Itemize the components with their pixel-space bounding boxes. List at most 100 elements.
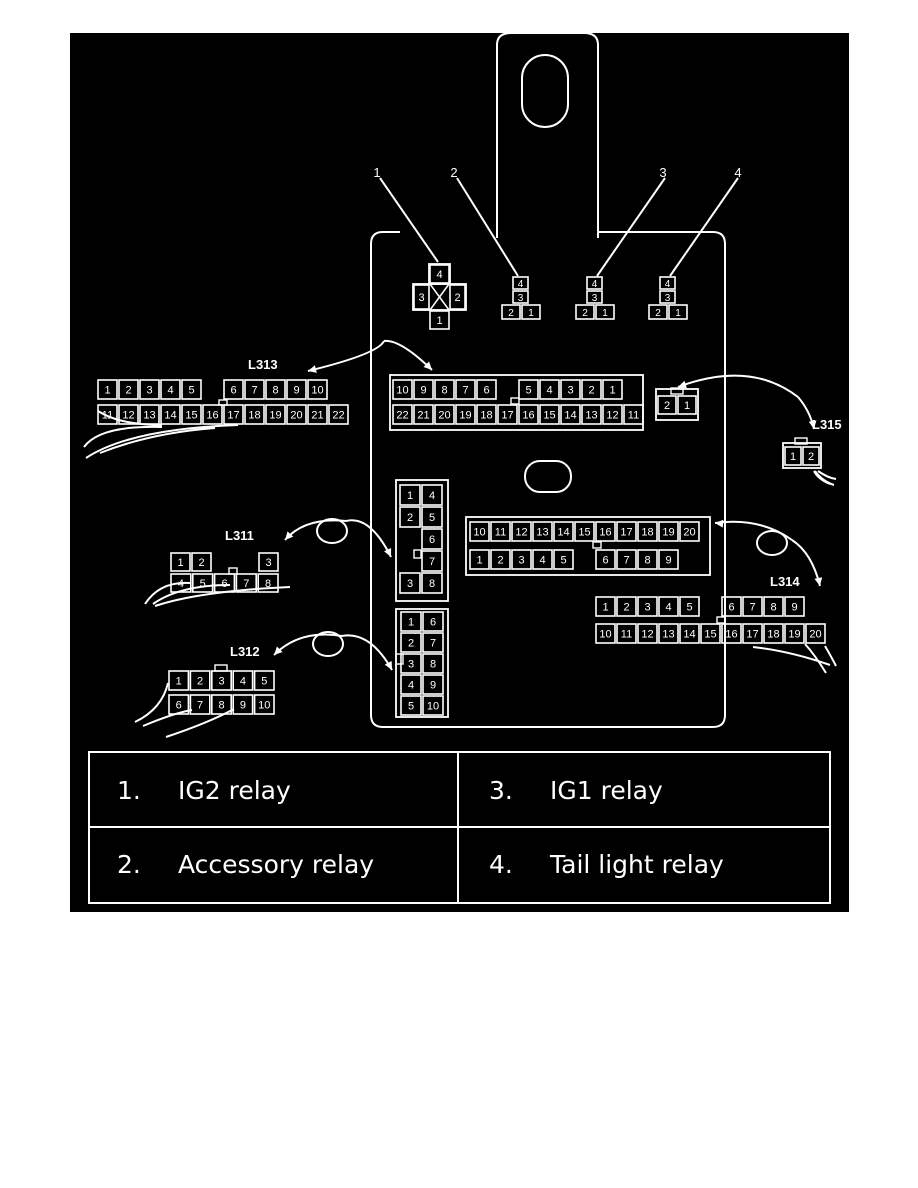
l312-plug-pin-5	[253, 670, 275, 691]
l313-socket-pin-22	[392, 404, 413, 425]
wire-harness-l314	[752, 643, 837, 674]
l313-plug-pin-22	[328, 404, 349, 425]
l314-plug-pin-20-label: 20	[809, 629, 821, 641]
l312-socket-pin-1	[400, 611, 422, 632]
l315-socket-latch	[670, 387, 684, 395]
l312-socket-pin-3-label: 3	[408, 659, 414, 671]
l314-socket-pin-18	[637, 521, 658, 542]
l311-socket-pin-6	[421, 528, 443, 550]
l313-socket-pin-14-label: 14	[564, 410, 576, 422]
l313-plug-pin-17-label: 17	[227, 410, 239, 422]
l314-plug-pin-14	[679, 623, 700, 644]
l314-socket-pin-12-label: 12	[515, 527, 527, 539]
l314-socket-pin-18-label: 18	[641, 527, 653, 539]
l314-socket-pin-5-label: 5	[560, 555, 566, 567]
l313-plug-pin-15-label: 15	[185, 410, 197, 422]
l314-plug-pin-20	[805, 623, 826, 644]
leader-line-4	[669, 177, 739, 277]
arrowhead-l315-left	[678, 380, 687, 389]
l311-socket-frame	[395, 479, 449, 602]
l312-plug-pin-4	[232, 670, 254, 691]
l312-socket-pin-6	[422, 611, 444, 632]
l314-plug-pin-2-label: 2	[623, 602, 629, 614]
l313-plug-pin-18	[244, 404, 265, 425]
l314-plug-pin-11-label: 11	[621, 629, 632, 641]
l313-socket-pin-11	[623, 404, 644, 425]
l313-socket-pin-14	[560, 404, 581, 425]
l313-socket-pin-18-label: 18	[480, 410, 492, 422]
l313-socket-pin-15-label: 15	[543, 410, 555, 422]
relay-2-pin-4	[512, 276, 529, 290]
l313-plug-pin-6-label: 6	[230, 385, 236, 397]
l312-socket-pin-7-label: 7	[430, 638, 436, 650]
l313-plug-pin-15	[181, 404, 202, 425]
relay-4-pin-4	[659, 276, 676, 290]
l314-plug-pin-8-label: 8	[770, 602, 776, 614]
l312-socket-frame	[395, 608, 449, 718]
l314-plug-pin-3	[637, 596, 658, 617]
l311-plug-pin-8	[257, 573, 279, 593]
l313-plug-pin-11	[97, 404, 118, 425]
l314-plug-pin-13-label: 13	[662, 629, 674, 641]
arrow-l311-right	[345, 519, 392, 558]
l314-plug-pin-12	[637, 623, 658, 644]
relay-3-pin-1-label: 1	[602, 308, 608, 319]
l311-plug-pin-8-label: 8	[265, 578, 271, 590]
l313-socket-pin-8-label: 8	[441, 385, 447, 397]
relay-4-pin-2	[648, 304, 668, 320]
arrowhead-l314-right	[814, 577, 823, 586]
relay-4-pin-1	[668, 304, 688, 320]
relay-4-pin-1-label: 1	[675, 308, 681, 319]
l311-plug-pin-6	[213, 573, 236, 593]
l313-socket-pin-12	[602, 404, 623, 425]
legend-label-ig1-relay: IG1 relay	[550, 776, 663, 805]
l314-socket-pin-17	[616, 521, 637, 542]
l314-socket-pin-13	[532, 521, 553, 542]
l313-plug-pin-12-label: 12	[122, 410, 134, 422]
l313-socket-pin-19	[455, 404, 476, 425]
l312-plug-pin-8	[211, 694, 233, 715]
l314-plug-pin-10	[595, 623, 616, 644]
l312-socket-pin-9-label: 9	[430, 680, 436, 692]
l314-plug-pin-10-label: 10	[599, 629, 611, 641]
fuse-box-body	[370, 231, 726, 728]
l314-socket-pin-8-label: 8	[644, 555, 650, 567]
l311-socket-pin-3	[399, 572, 421, 594]
relay-3-pin-2-label: 2	[582, 308, 588, 319]
l314-plug-pin-11	[616, 623, 637, 644]
l313-socket-pin-15	[539, 404, 560, 425]
arrowhead-l311-right	[384, 548, 392, 557]
l313-socket-pin-9	[413, 379, 434, 400]
l314-plug-pin-1	[595, 596, 616, 617]
l314-socket-pin-11	[490, 521, 511, 542]
l314-socket-pin-15	[574, 521, 595, 542]
l311-socket-pin-4	[421, 484, 443, 506]
relay-2-pin-3	[512, 290, 529, 304]
arrow-l315-left	[677, 374, 799, 398]
l313-socket-pin-10	[392, 379, 413, 400]
legend-label-accessory-relay: Accessory relay	[178, 850, 375, 879]
arrowhead-l314-left	[715, 519, 724, 528]
l314-plug-pin-5-label: 5	[686, 602, 692, 614]
l311-socket-pin-1	[399, 484, 421, 506]
l313-socket-pin-20-label: 20	[438, 410, 450, 422]
l313-plug-pin-3	[139, 379, 160, 400]
l312-socket-pin-2-label: 2	[408, 638, 414, 650]
l312-plug-pin-9-label: 9	[240, 700, 246, 712]
l312-plug-pin-2	[189, 670, 211, 691]
relay-2-pin-4-label: 4	[518, 279, 524, 290]
legend-num-2: 2.	[117, 850, 141, 879]
connector-label-l313: L313	[248, 357, 278, 372]
l314-plug-pin-12-label: 12	[641, 629, 653, 641]
l311-socket-pin-5	[421, 506, 443, 528]
l311-socket-pin-7-label: 7	[429, 556, 435, 568]
l314-socket-pin-4	[532, 549, 553, 570]
l313-plug-pin-14	[160, 404, 181, 425]
l313-socket-pin-17	[497, 404, 518, 425]
l314-plug-pin-17-label: 17	[746, 629, 758, 641]
relay-3-pin-4-label: 4	[592, 279, 598, 290]
l313-socket-pin-13-label: 13	[585, 410, 597, 422]
l314-plug-pin-18-label: 18	[767, 629, 779, 641]
l312-plug-pin-7-label: 7	[197, 700, 203, 712]
l313-socket-pin-10-label: 10	[396, 385, 408, 397]
